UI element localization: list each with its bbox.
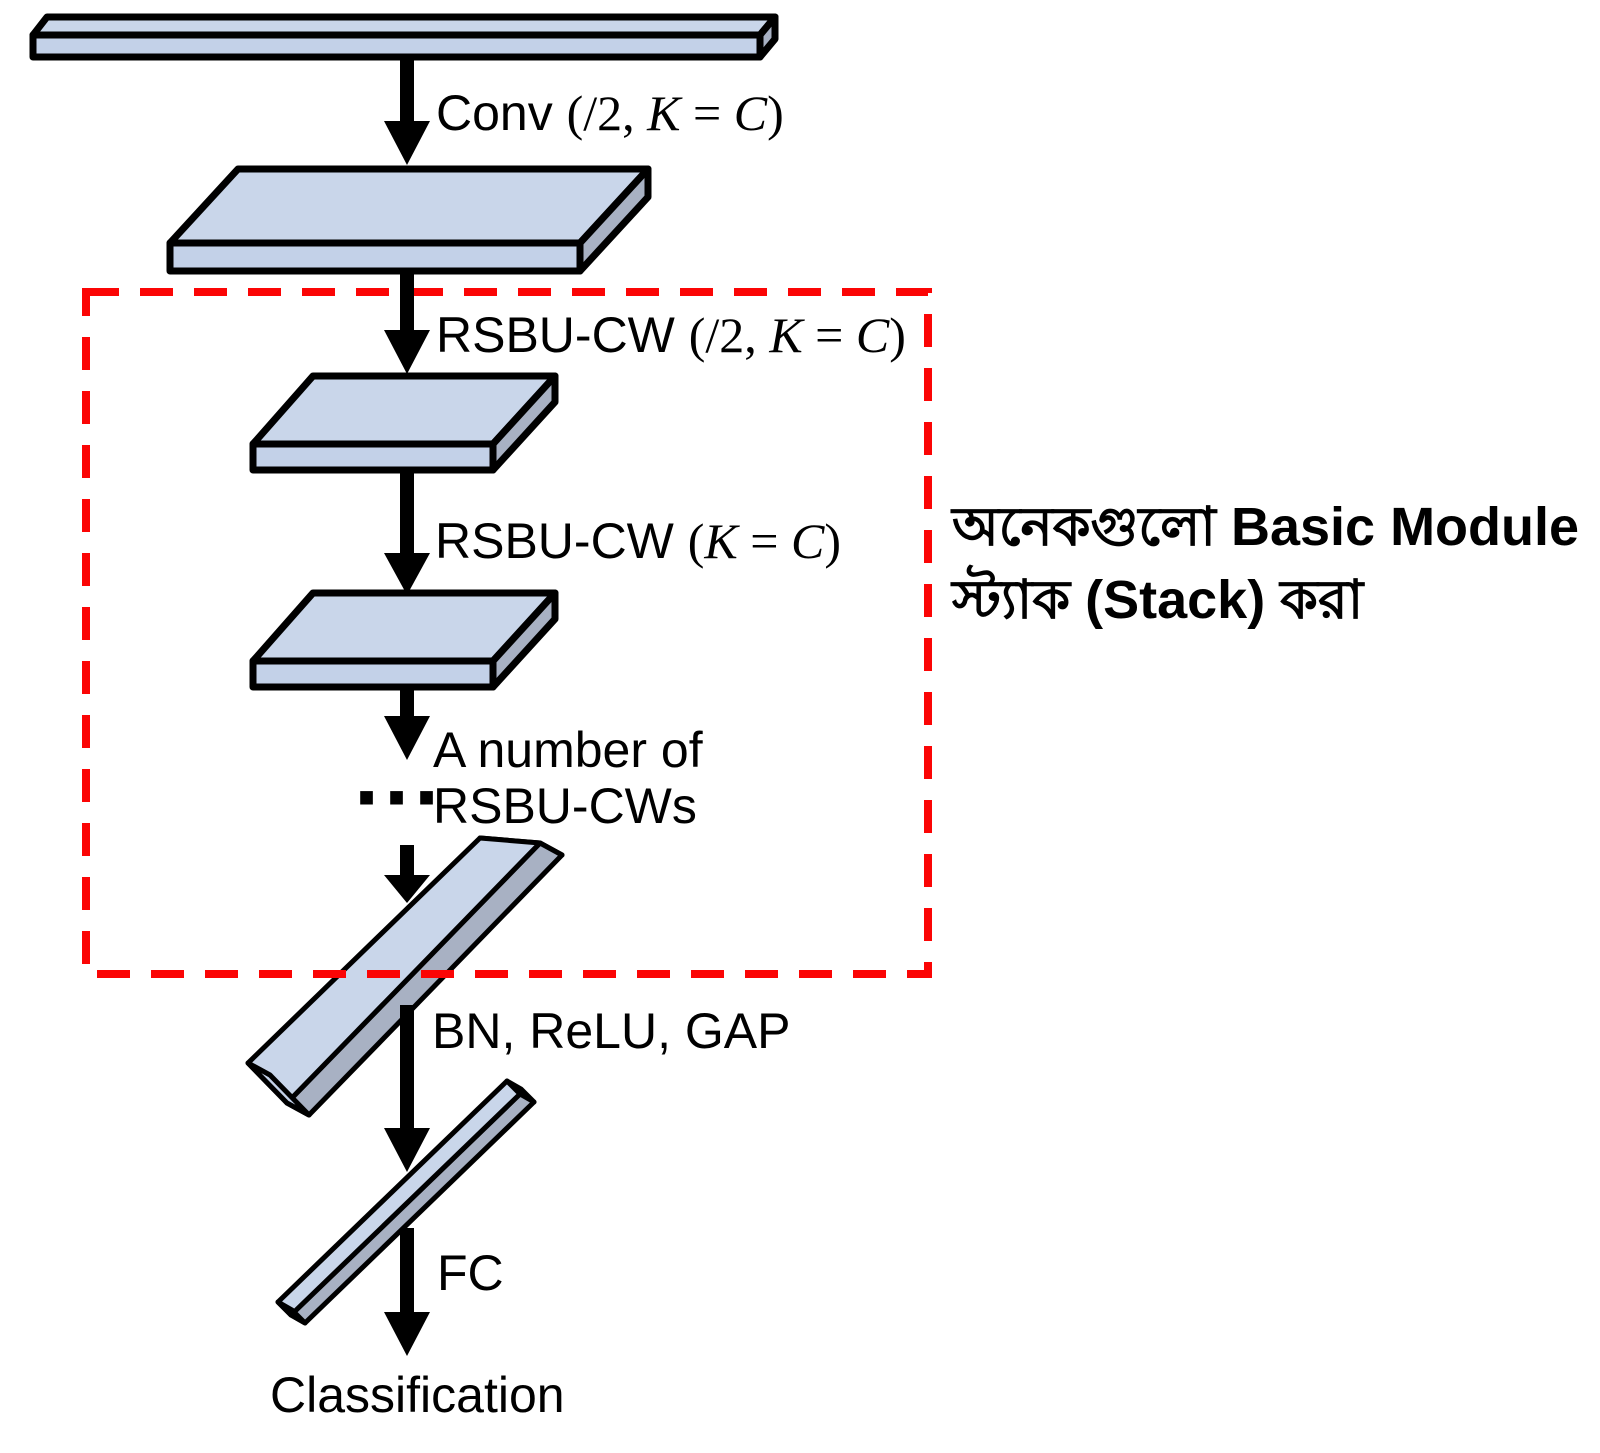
slab-front-face bbox=[166, 239, 584, 275]
stacked-units-label-line1: A number of bbox=[433, 722, 703, 778]
ellipsis-dots: ··· bbox=[354, 748, 444, 848]
bn-relu-gap-label: BN, ReLU, GAP bbox=[432, 1003, 790, 1059]
input-bar-front-face bbox=[29, 31, 764, 61]
input-feature-bar bbox=[29, 13, 779, 61]
feature-arrow bbox=[384, 845, 430, 903]
bar-end-cap bbox=[245, 1060, 312, 1118]
fc-arrow bbox=[384, 1228, 430, 1356]
rsbu-arrow bbox=[384, 470, 430, 595]
stack-annotation-line1: অনেকগুলো Basic Module bbox=[950, 497, 1579, 557]
rsbu-downsample-label: RSBU-CW (/2, K = C) bbox=[436, 307, 906, 363]
stack-annotation-line2: স্ট্যাক (Stack) করা bbox=[950, 565, 1366, 630]
bar-side-face bbox=[284, 840, 565, 1118]
fc-label: FC bbox=[437, 1245, 504, 1301]
conv-label: Conv (/2, K = C) bbox=[436, 85, 784, 141]
rsbu-downsample-output-slab bbox=[249, 372, 559, 474]
stacked-units-label-line2: RSBU-CWs bbox=[433, 778, 697, 834]
rsbu-label: RSBU-CW (K = C) bbox=[435, 513, 841, 569]
rsbu-output-slab bbox=[249, 589, 559, 691]
stack-arrow bbox=[384, 688, 430, 760]
classification-label: Classification bbox=[270, 1367, 565, 1423]
bar-end-cap bbox=[275, 1299, 308, 1326]
bn-relu-gap-arrow bbox=[384, 1005, 430, 1172]
conv-arrow bbox=[384, 57, 430, 165]
slab-top-face bbox=[166, 165, 652, 247]
slab-front-face bbox=[249, 440, 497, 474]
slab-front-face bbox=[249, 657, 497, 691]
rsbu-downsample-arrow bbox=[384, 271, 430, 374]
basic-module-stack-box bbox=[82, 288, 932, 978]
fc-feature-bar bbox=[275, 1078, 537, 1326]
conv-output-slab bbox=[166, 165, 652, 275]
